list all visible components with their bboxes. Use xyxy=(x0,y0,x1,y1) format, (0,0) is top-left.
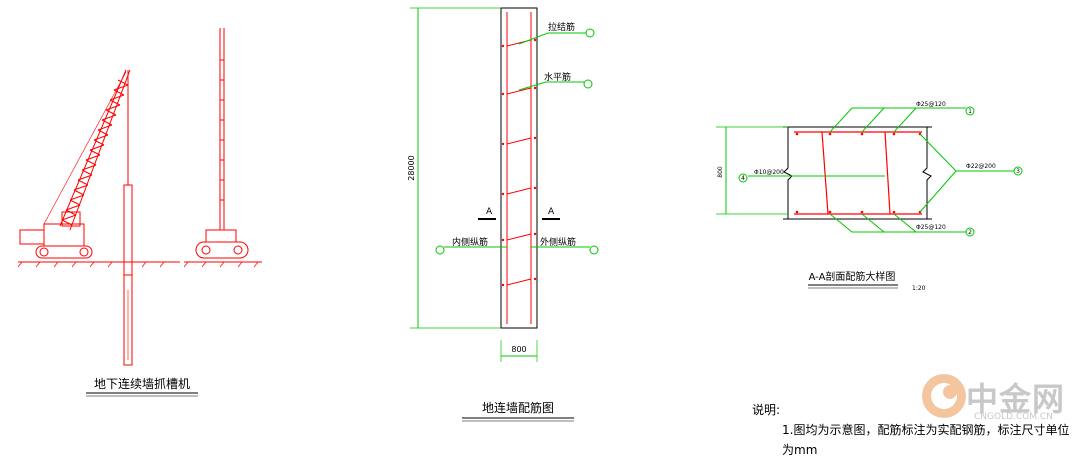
tie-bar-1 xyxy=(821,131,829,215)
side-mast-lacing xyxy=(220,59,224,201)
left-dim-text: 800 xyxy=(717,166,724,178)
side-body xyxy=(205,229,237,243)
circle-label-3: 3 xyxy=(1016,168,1020,175)
watermark-brand: 中金网 xyxy=(966,380,1066,418)
track-wheel xyxy=(39,247,49,257)
outer-bar-label: 外侧纵筋 xyxy=(540,236,576,248)
side-track xyxy=(195,241,249,259)
drawing2-title: 地连墙配筋图 xyxy=(482,400,554,415)
leader-lines xyxy=(435,28,599,255)
wall-elevation: 28000 800 A A 拉结筋 水平筋 内侧纵筋 外侧纵筋 xyxy=(407,7,599,362)
circle-label-2: 2 xyxy=(968,229,972,236)
crane-track xyxy=(35,245,93,259)
tie-bar-2 xyxy=(884,131,891,215)
break-line-left xyxy=(783,127,793,219)
grab-bucket xyxy=(123,274,133,366)
track-wheel xyxy=(79,247,89,257)
circle-label-4: 4 xyxy=(741,175,745,182)
notes-heading: 说明: xyxy=(752,403,781,417)
boom-lacing xyxy=(61,84,129,221)
boom-lacing xyxy=(61,79,129,226)
side-wheel xyxy=(233,245,243,255)
crane-cab xyxy=(43,223,85,247)
width-dim-text: 800 xyxy=(511,345,526,354)
horizontal-ties xyxy=(506,39,532,286)
drawing1-title: 地下连续墙抓槽机 xyxy=(94,376,190,391)
rebar-dots xyxy=(501,38,537,287)
section-leaders xyxy=(738,106,1023,237)
wall-outline xyxy=(500,7,538,329)
section-label-right: A xyxy=(548,207,555,217)
horizontal-bar-label: 水平筋 xyxy=(544,71,571,83)
rebar-label-left: Φ10@200 xyxy=(754,169,784,176)
watermark-url: CNGOLD.COM.CN xyxy=(974,412,1053,422)
section-rebar-dots xyxy=(795,132,922,214)
rebar-label-bottom: Φ25@120 xyxy=(916,224,946,231)
crane-drawing xyxy=(17,28,262,366)
drawing3-scale: 1:20 xyxy=(912,285,926,292)
pendant-line xyxy=(43,71,127,225)
section-label-left: A xyxy=(486,207,493,217)
circle-label-1: 1 xyxy=(968,108,972,115)
height-dim-text: 28000 xyxy=(407,155,416,180)
cad-drawing: 地下连续墙抓槽机 28000 800 xyxy=(17,7,1023,422)
ground-hatch xyxy=(17,261,259,268)
break-line-right xyxy=(922,127,932,219)
drawing3-title: A-A剖面配筋大样图 xyxy=(809,270,896,283)
crane-counterweight xyxy=(19,229,45,245)
side-wheel xyxy=(201,245,211,255)
boom-chord xyxy=(59,69,127,227)
tie-bar-label: 拉结筋 xyxy=(548,21,575,33)
watermark-logo-icon xyxy=(922,374,966,418)
section-detail: 800 Φ25@120 Φ25@120 Φ22@200 Φ10@200 1 2 … xyxy=(716,101,1023,237)
inner-bar-label: 内侧纵筋 xyxy=(452,236,488,248)
rebar-label-top: Φ25@120 xyxy=(916,101,946,108)
rebar-label-right: Φ22@200 xyxy=(966,163,996,170)
watermark: 中金网 CNGOLD.COM.CN xyxy=(918,372,1078,432)
